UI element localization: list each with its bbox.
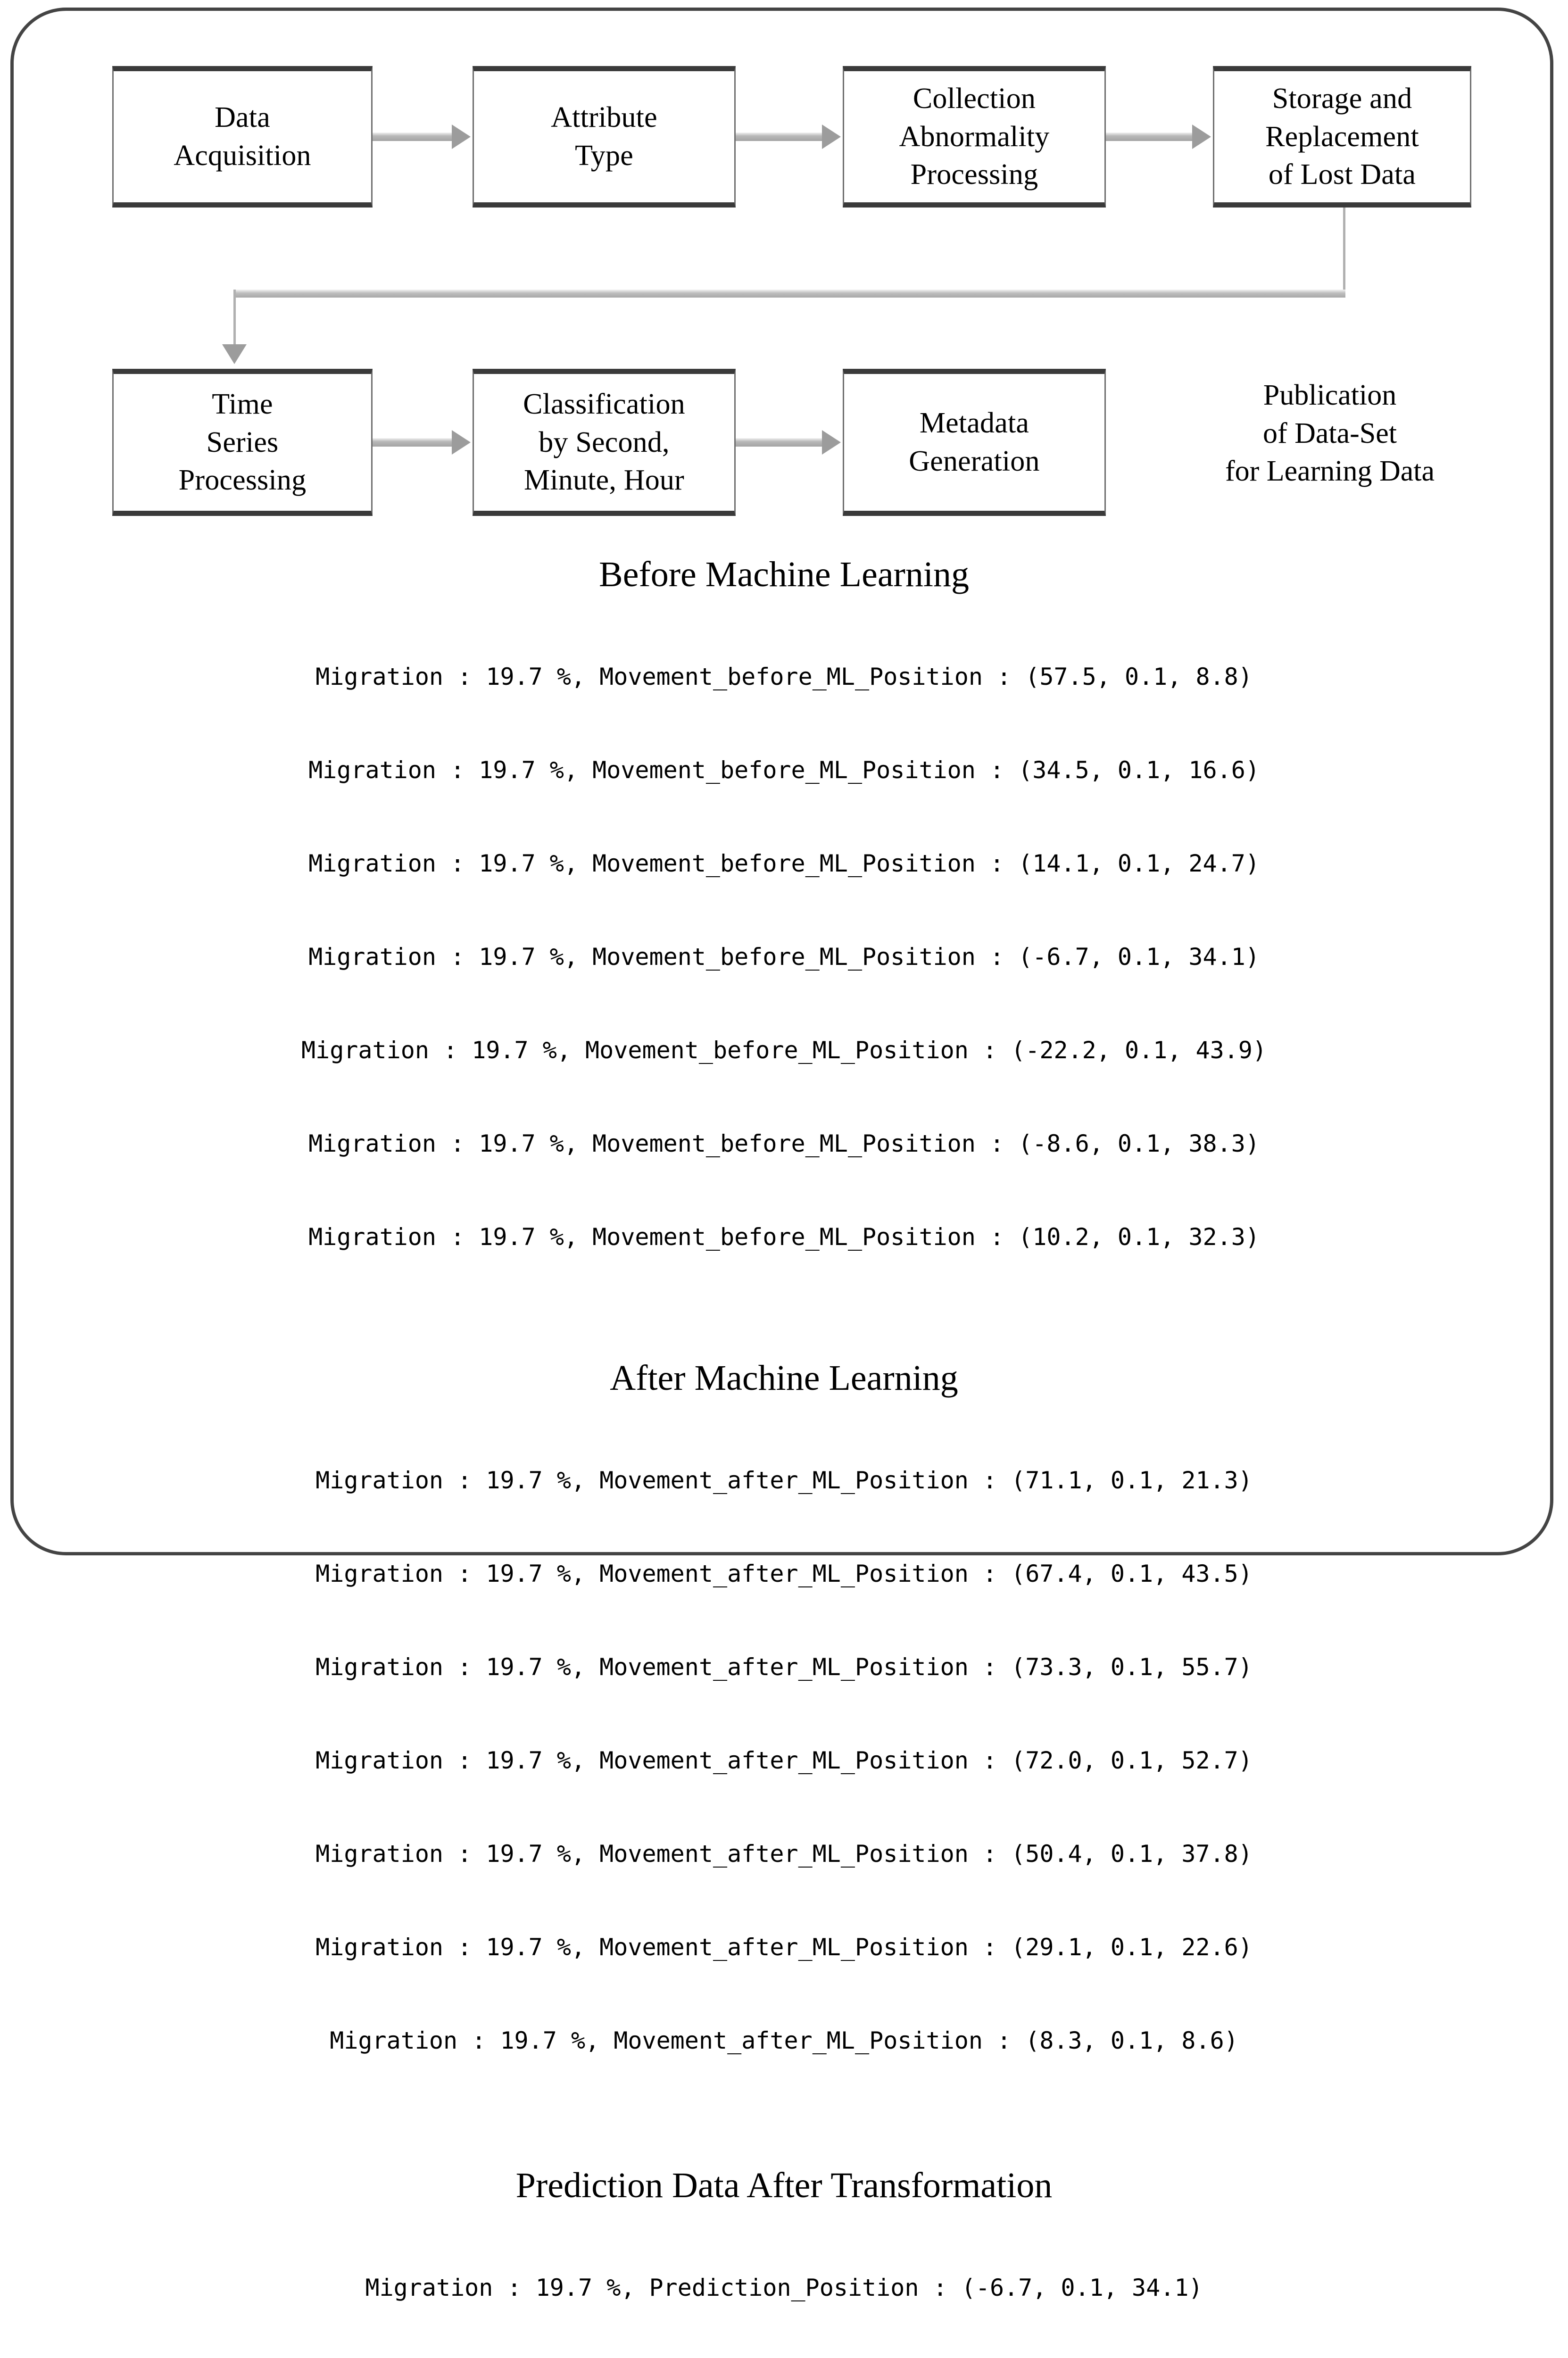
flow-node-label: Abnormality	[899, 120, 1050, 153]
flow-node-label: Generation	[909, 445, 1040, 477]
data-line: Migration : 19.7 %, Movement_before_ML_P…	[308, 1223, 1260, 1251]
data-line: Migration : 19.7 %, Movement_after_ML_Po…	[315, 1934, 1253, 1961]
flow-node-label: Classification	[523, 388, 685, 421]
flow-node-time-series-processing[interactable]: Time Series Processing	[112, 369, 373, 516]
side-note-publication-of-dataset: Publication of Data-Set for Learning Dat…	[1165, 376, 1495, 490]
data-line: Migration : 19.7 %, Movement_before_ML_P…	[308, 1130, 1260, 1157]
section-after-machine-learning: After Machine Learning Migration : 19.7 …	[0, 1360, 1568, 2118]
data-line: Migration : 19.7 %, Movement_before_ML_P…	[308, 756, 1260, 784]
section-lines: Migration : 19.7 %, Prediction_Position …	[0, 2210, 1568, 2358]
section-title: After Machine Learning	[610, 1358, 958, 1398]
section-before-machine-learning: Before Machine Learning Migration : 19.7…	[0, 556, 1568, 1315]
section-spacer	[0, 2118, 1568, 2167]
flow-node-label: Data	[215, 101, 270, 134]
data-line: Migration : 19.7 %, Movement_before_ML_P…	[315, 663, 1253, 690]
section-lines: Migration : 19.7 %, Movement_before_ML_P…	[0, 599, 1568, 1315]
data-line: Migration : 19.7 %, Movement_before_ML_P…	[308, 943, 1260, 971]
data-line: Migration : 19.7 %, Movement_after_ML_Po…	[315, 1560, 1253, 1587]
arrow-classification-to-metadata	[736, 438, 823, 447]
arrow-head-icon	[452, 125, 471, 149]
outer-rounded-frame	[10, 8, 1553, 1555]
arrow-acquisition-to-attribute	[373, 133, 453, 141]
connector-storage-down	[1343, 208, 1345, 293]
flow-node-label: Type	[575, 140, 633, 172]
data-line: Migration : 19.7 %, Movement_before_ML_P…	[301, 1037, 1267, 1064]
side-note-label: for Learning Data	[1225, 455, 1435, 488]
side-note-label: Publication	[1263, 379, 1397, 411]
flow-node-attribute-type[interactable]: Attribute Type	[473, 66, 736, 208]
flow-node-label: Processing	[910, 158, 1038, 191]
flow-node-label: Minute, Hour	[524, 464, 684, 497]
arrow-head-icon	[822, 125, 841, 149]
data-line: Migration : 19.7 %, Movement_after_ML_Po…	[315, 1747, 1253, 1774]
flow-node-storage-replacement-lost-data[interactable]: Storage and Replacement of Lost Data	[1213, 66, 1471, 208]
arrow-attribute-to-collection	[736, 133, 823, 141]
flow-node-data-acquisition[interactable]: Data Acquisition	[112, 66, 373, 208]
arrow-head-icon	[1192, 125, 1211, 149]
arrow-timeseries-to-classification	[373, 438, 453, 447]
section-spacer	[0, 1315, 1568, 1360]
data-line: Migration : 19.7 %, Movement_after_ML_Po…	[330, 2027, 1238, 2054]
flow-node-label: Collection	[913, 83, 1036, 115]
arrow-head-icon	[822, 430, 841, 455]
arrow-head-icon	[222, 344, 247, 364]
connector-down-to-time-series	[233, 290, 236, 345]
flow-node-label: by Second,	[539, 426, 670, 458]
data-line: Migration : 19.7 %, Movement_before_ML_P…	[308, 850, 1260, 877]
flow-node-label: Storage and	[1272, 83, 1412, 115]
arrow-head-icon	[452, 430, 471, 455]
section-lines: Migration : 19.7 %, Movement_after_ML_Po…	[0, 1403, 1568, 2118]
side-note-label: of Data-Set	[1262, 417, 1397, 449]
flow-node-label: Attribute	[551, 101, 657, 134]
data-line: Migration : 19.7 %, Prediction_Position …	[365, 2274, 1203, 2301]
arrow-collection-to-storage	[1106, 133, 1193, 141]
flow-node-label: Series	[206, 426, 279, 458]
flow-node-label: Metadata	[919, 407, 1029, 440]
flow-node-label: Replacement	[1265, 120, 1419, 153]
flow-node-metadata-generation[interactable]: Metadata Generation	[843, 369, 1106, 516]
section-title: Prediction Data After Transformation	[515, 2166, 1053, 2205]
flow-node-classification-by-time[interactable]: Classification by Second, Minute, Hour	[473, 369, 736, 516]
pipeline-flowchart: Data Acquisition Attribute Type Collecti…	[0, 0, 1568, 538]
section-prediction-data-after-transformation: Prediction Data After Transformation Mig…	[0, 2167, 1568, 2358]
flow-node-collection-abnormality-processing[interactable]: Collection Abnormality Processing	[843, 66, 1106, 208]
flow-node-label: Time	[212, 388, 273, 421]
connector-wrap-horizontal	[233, 290, 1345, 298]
section-title: Before Machine Learning	[599, 555, 969, 594]
data-output-sections: Before Machine Learning Migration : 19.7…	[0, 556, 1568, 2358]
flow-node-label: Acquisition	[174, 140, 311, 172]
flow-node-label: Processing	[178, 464, 307, 497]
data-line: Migration : 19.7 %, Movement_after_ML_Po…	[315, 1467, 1253, 1494]
flow-node-label: of Lost Data	[1268, 158, 1416, 191]
data-line: Migration : 19.7 %, Movement_after_ML_Po…	[315, 1653, 1253, 1681]
data-line: Migration : 19.7 %, Movement_after_ML_Po…	[315, 1840, 1253, 1868]
